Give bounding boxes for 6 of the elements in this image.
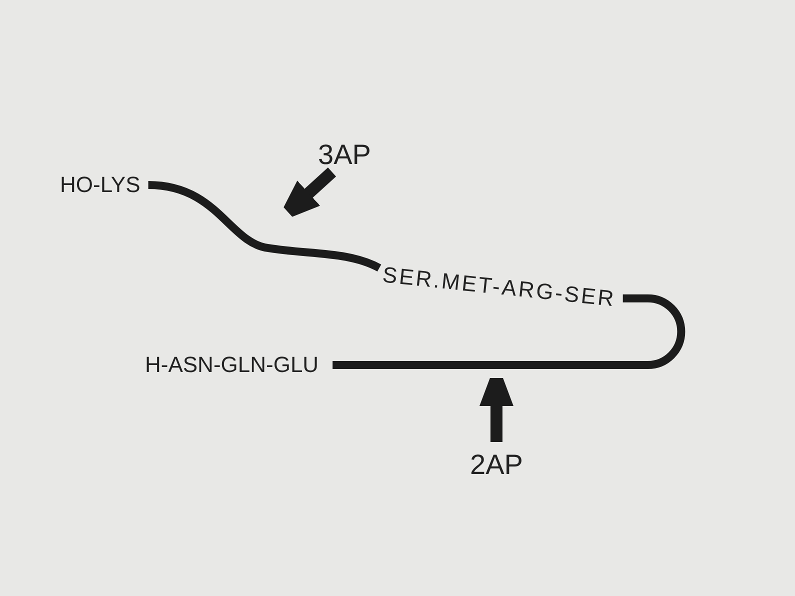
peptide-chain-line: [332, 294, 686, 369]
site-label: 3AP: [318, 142, 371, 168]
peptide-chain-line: [148, 181, 382, 272]
residue-label: H-ASN-GLN-GLU: [145, 352, 319, 378]
site-label: 2AP: [470, 452, 523, 478]
residue-label: HO-LYS: [60, 172, 140, 198]
